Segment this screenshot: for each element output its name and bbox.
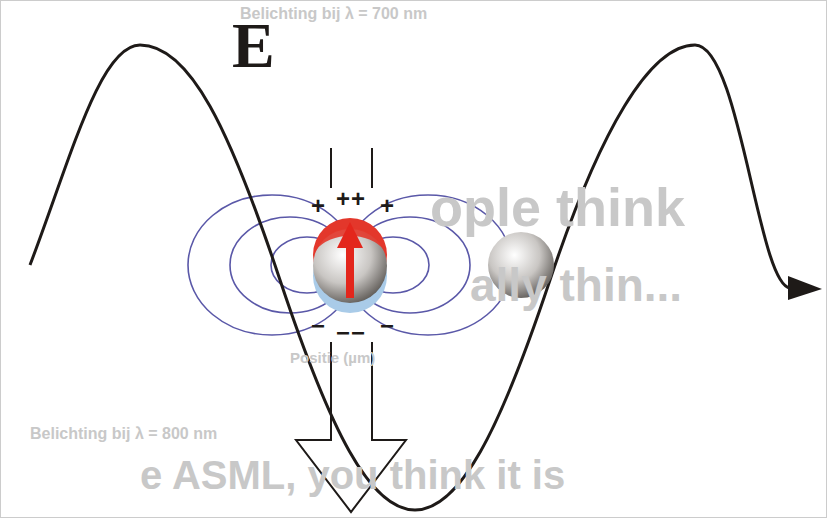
dipole-arrow <box>346 244 354 298</box>
wave-arrowhead <box>788 276 822 300</box>
watermark-text: Belichting bij λ = 700 nm <box>240 6 427 22</box>
charge-sign: − <box>380 314 394 338</box>
charge-sign: − <box>336 321 350 345</box>
watermark-text: ally thin... <box>470 262 682 308</box>
watermark-text: Positie (µm) <box>290 350 375 365</box>
watermark-text: Belichting bij λ = 800 nm <box>30 426 217 442</box>
dipole-arrowhead <box>337 222 363 248</box>
charge-sign: + <box>336 187 350 211</box>
field-symbol: E <box>232 14 275 78</box>
charge-sign: − <box>351 321 365 345</box>
charge-sign: + <box>351 187 365 211</box>
charge-sign: − <box>311 314 325 338</box>
watermark-text: ople think <box>430 180 685 234</box>
field-wave <box>30 45 790 510</box>
charge-sign: + <box>380 194 394 218</box>
watermark-text: e ASML, you think it is <box>140 455 565 495</box>
charge-sign: + <box>311 194 325 218</box>
